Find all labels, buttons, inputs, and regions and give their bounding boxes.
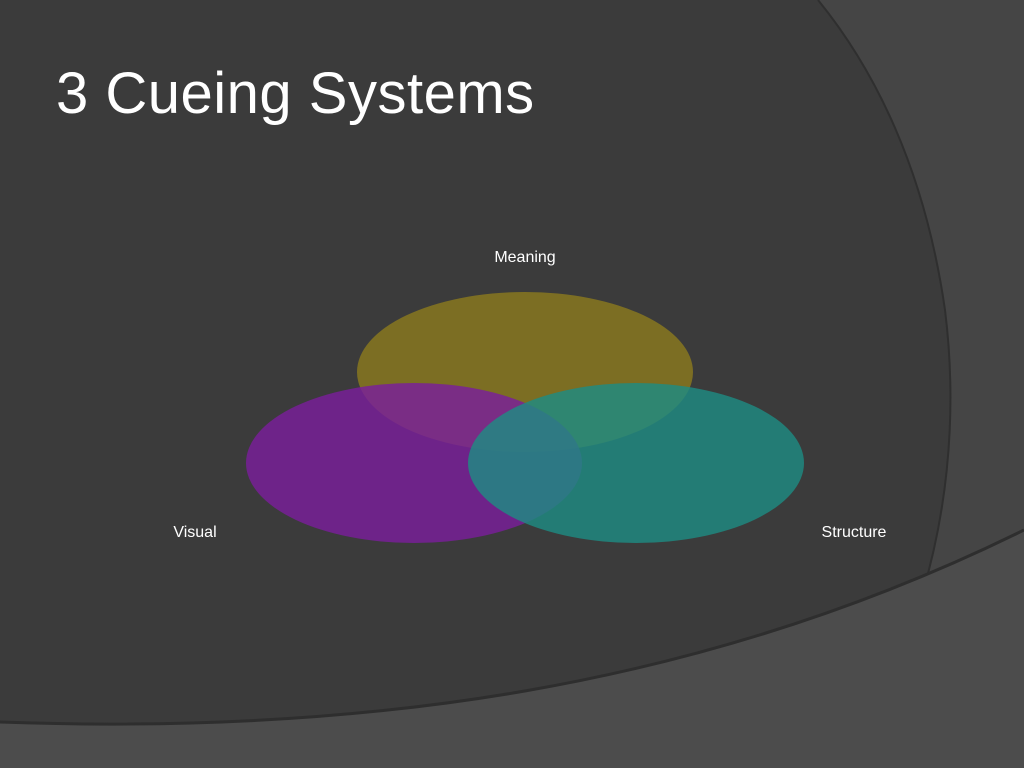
venn-label-meaning: Meaning [494, 249, 555, 266]
venn-label-structure: Structure [822, 524, 887, 541]
bg-bottom-band-edge [0, 528, 1024, 726]
venn-label-visual: Visual [173, 524, 216, 541]
slide-title: 3 Cueing Systems [56, 61, 535, 126]
venn-circle-structure [468, 383, 804, 543]
bg-bottom-band [0, 530, 1024, 768]
